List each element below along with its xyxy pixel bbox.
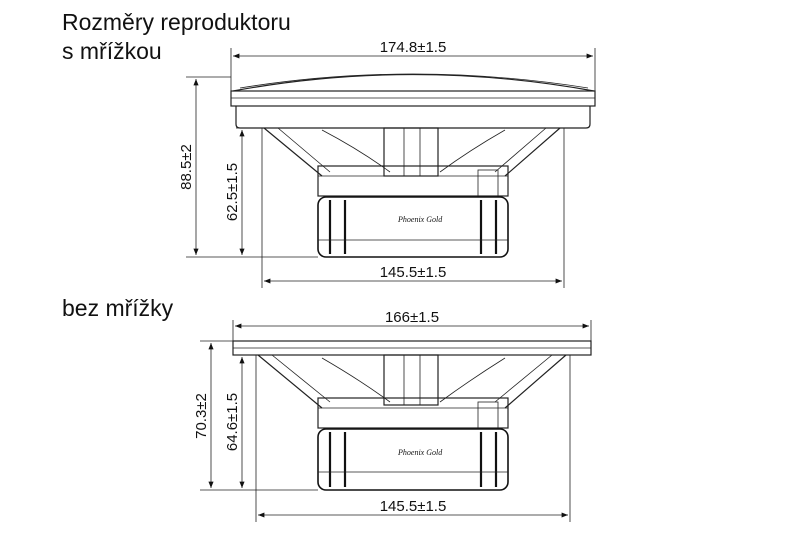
heading-line-2: s mřížkou bbox=[62, 37, 162, 64]
top-basket-outline bbox=[263, 127, 561, 177]
top-inner-height-label: 62.5±1.5 bbox=[224, 163, 241, 221]
top-speaker-drawing: Phoenix Gold bbox=[230, 73, 596, 258]
top-bottom-width-label: 145.5±1.5 bbox=[380, 264, 447, 281]
top-height-label: 88.5±2 bbox=[178, 144, 195, 190]
top-grille-dome bbox=[232, 73, 595, 92]
top-flange bbox=[230, 90, 596, 107]
bottom-speaker-drawing: Phoenix Gold bbox=[232, 340, 592, 491]
bottom-bottom-width-label: 145.5±1.5 bbox=[380, 498, 447, 515]
bottom-magnet bbox=[317, 428, 509, 491]
heading-without-grille: bez mřížky bbox=[62, 295, 174, 321]
heading-with-grille: Rozměry reproduktoru s mřížkou bbox=[62, 8, 291, 66]
top-dimensions: 174.8±1.5 145.5±1.5 88.5±2 62.5±1.5 bbox=[178, 39, 596, 288]
top-brand-mark: Phoenix Gold bbox=[397, 215, 443, 224]
bottom-basket-outline bbox=[257, 354, 567, 409]
bottom-dimensions: 166±1.5 145.5±1.5 70.3±2 64.6±1.5 bbox=[193, 309, 592, 522]
top-width-label: 174.8±1.5 bbox=[380, 39, 447, 56]
top-magnet bbox=[317, 196, 509, 258]
heading-line-1: Rozměry reproduktoru bbox=[62, 9, 291, 35]
bottom-brand-mark: Phoenix Gold bbox=[397, 448, 443, 457]
bottom-inner-height-label: 64.6±1.5 bbox=[224, 393, 241, 451]
bottom-center-column bbox=[383, 354, 439, 406]
bottom-width-label: 166±1.5 bbox=[385, 309, 439, 326]
top-center-column bbox=[383, 127, 439, 177]
bottom-height-label: 70.3±2 bbox=[193, 393, 210, 439]
